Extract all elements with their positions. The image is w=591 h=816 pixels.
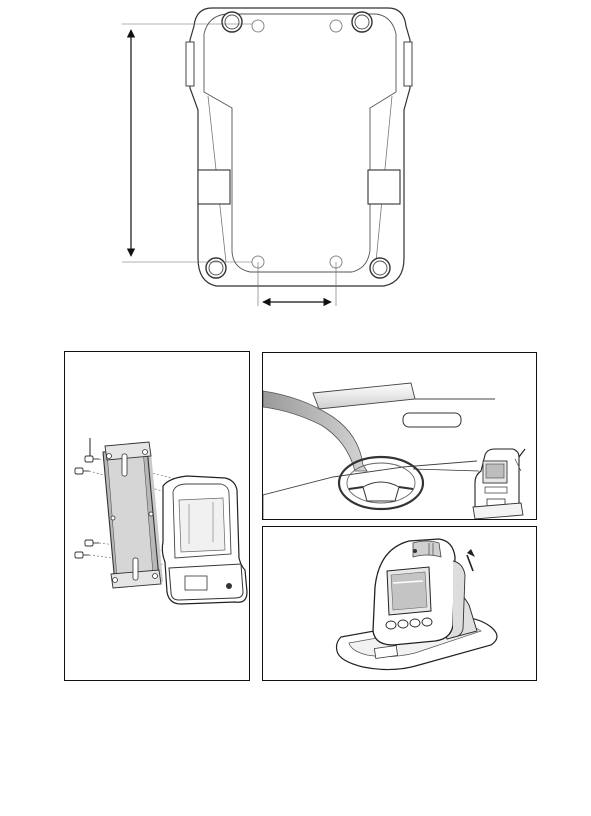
vehicle-svg [263, 353, 536, 519]
rearview-mirror [403, 413, 461, 427]
wall-mount-bracket [64, 351, 250, 681]
vehicle-cradle-device [473, 449, 525, 519]
base-outline-svg [110, 0, 430, 320]
vehicle-mount [262, 352, 537, 520]
bracket-svg [65, 352, 249, 680]
desktop-cradle-svg [263, 527, 536, 680]
base-dimension-drawing [110, 0, 430, 320]
base-shell-outline [190, 8, 410, 286]
desktop-cradle [262, 526, 537, 681]
cradle-device [373, 539, 475, 645]
sun-visor [313, 383, 415, 409]
